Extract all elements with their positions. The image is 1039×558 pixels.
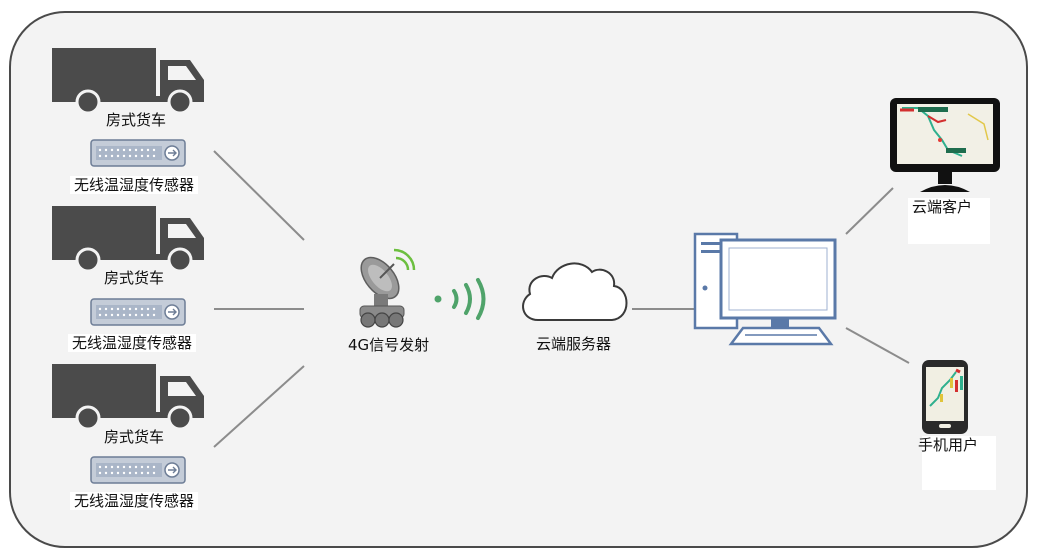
connector-server-client xyxy=(845,187,894,235)
truck-label: 房式货车 xyxy=(106,111,167,129)
connector-truck1-transmitter xyxy=(213,150,305,241)
desktop-computer-icon xyxy=(693,232,837,346)
monitor-icon xyxy=(890,98,1000,192)
sensor-label: 无线温湿度传感器 xyxy=(70,492,199,510)
mobile-label-pad xyxy=(922,436,996,490)
sensor-device-icon xyxy=(90,298,186,326)
client-label-pad xyxy=(908,198,990,244)
transmitter-label: 4G信号发射 xyxy=(348,336,430,354)
connector-truck3-transmitter xyxy=(213,365,305,448)
cloud-server-label: 云端服务器 xyxy=(536,335,612,353)
sensor-label: 无线温湿度传感器 xyxy=(70,176,199,194)
cloud-icon xyxy=(522,262,628,321)
truck-icon xyxy=(52,206,204,273)
connector-server-mobile xyxy=(845,327,910,364)
mobile-user-label: 手机用户 xyxy=(918,436,979,454)
wireless-signal-icon xyxy=(434,278,486,320)
sensor-device-icon xyxy=(90,456,186,484)
sensor-device-icon xyxy=(90,139,186,167)
sensor-label: 无线温湿度传感器 xyxy=(68,334,197,352)
smartphone-icon xyxy=(922,360,968,434)
cloud-client-label: 云端客户 xyxy=(912,198,973,216)
truck-label: 房式货车 xyxy=(104,269,165,287)
truck-icon xyxy=(52,48,204,115)
satellite-dish-icon xyxy=(359,248,416,328)
truck-label: 房式货车 xyxy=(104,428,165,446)
truck-icon xyxy=(52,364,204,431)
